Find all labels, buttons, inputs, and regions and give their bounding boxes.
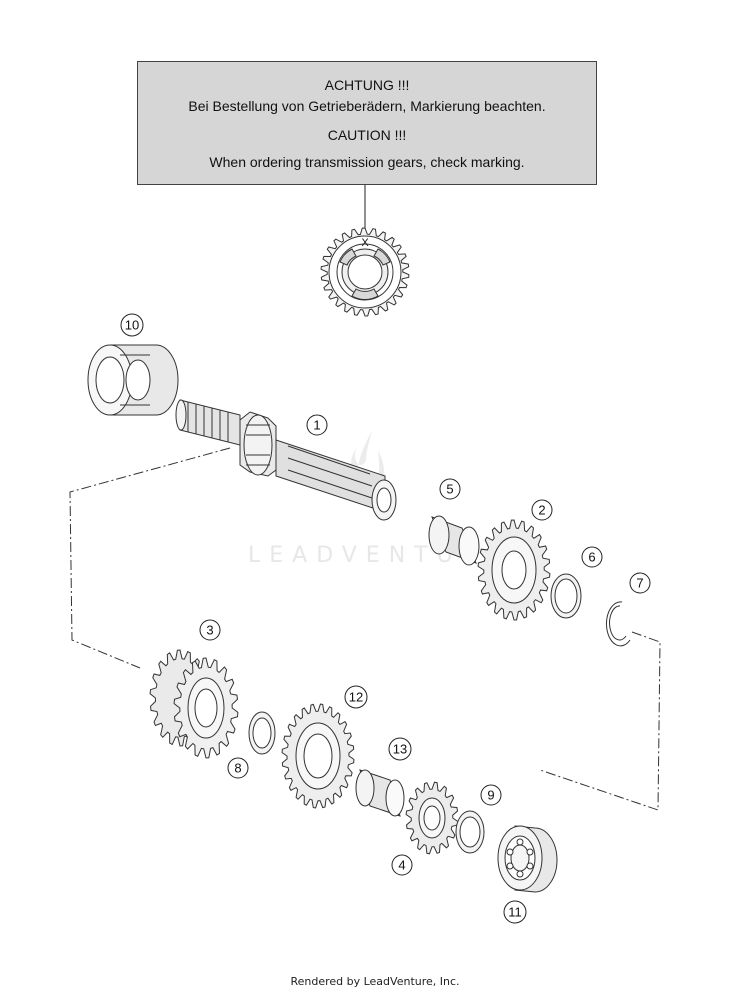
callout-2: 2 — [531, 499, 553, 521]
bearing-11 — [497, 825, 558, 893]
callout-6: 6 — [581, 546, 603, 568]
callout-9: 9 — [480, 784, 502, 806]
shim-9 — [455, 810, 485, 854]
svg-text:8: 8 — [234, 761, 241, 776]
callout-5: 5 — [439, 478, 461, 500]
bearing-10 — [87, 344, 179, 416]
gear-12 — [281, 703, 355, 809]
circlip-7 — [606, 601, 631, 647]
svg-text:6: 6 — [588, 550, 595, 565]
callout-13: 13 — [388, 737, 412, 761]
footer-credit: Rendered by LeadVenture, Inc. — [290, 975, 460, 988]
needle-bearing-13 — [355, 769, 405, 817]
svg-text:13: 13 — [393, 742, 407, 757]
bushing-5 — [428, 515, 480, 566]
main-shaft-1 — [175, 399, 397, 521]
gear-3 — [149, 649, 239, 759]
callout-12: 12 — [344, 685, 368, 709]
svg-text:5: 5 — [446, 482, 453, 497]
svg-text:7: 7 — [636, 576, 643, 591]
gear-marking-x: X — [361, 237, 369, 249]
callout-7: 7 — [629, 572, 651, 594]
callout-3: 3 — [199, 619, 221, 641]
notice-text-de: Bei Bestellung von Getrieberädern, Marki… — [188, 98, 546, 114]
callout-1: 1 — [306, 414, 328, 436]
notice-heading-en: CAUTION !!! — [327, 127, 407, 143]
callout-11: 11 — [503, 900, 527, 924]
shim-8 — [248, 711, 276, 755]
callout-8: 8 — [227, 757, 249, 779]
gear-2 — [477, 519, 551, 621]
svg-text:11: 11 — [508, 905, 522, 920]
notice-heading-de: ACHTUNG !!! — [324, 77, 410, 93]
caution-notice-box: ACHTUNG !!! Bei Bestellung von Getrieber… — [137, 61, 597, 185]
svg-text:2: 2 — [538, 503, 545, 518]
gear-4 — [405, 781, 459, 855]
svg-text:3: 3 — [206, 623, 213, 638]
svg-text:4: 4 — [398, 858, 405, 873]
callout-labels: 1 2 3 4 5 6 7 8 9 10 11 12 13 — [120, 313, 651, 924]
shim-6 — [550, 573, 582, 619]
svg-text:1: 1 — [313, 418, 320, 433]
svg-text:9: 9 — [487, 788, 494, 803]
callout-4: 4 — [391, 854, 413, 876]
assembly-guide-lines — [69, 447, 661, 811]
svg-text:10: 10 — [125, 318, 139, 333]
notice-text-en: When ordering transmission gears, check … — [209, 154, 525, 170]
svg-text:12: 12 — [349, 690, 363, 705]
callout-10: 10 — [120, 313, 144, 337]
marked-gear-detail: X — [320, 227, 410, 317]
